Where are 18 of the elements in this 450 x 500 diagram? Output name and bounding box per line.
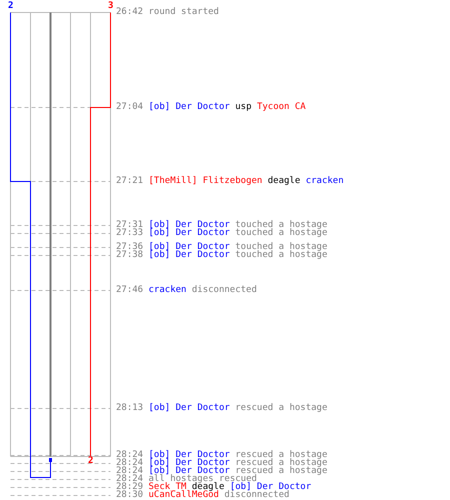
event-log-line: 28:24 [ob] Der Doctor rescued a hostage: [116, 451, 328, 459]
event-log-line: 27:46 cracken disconnected: [116, 286, 257, 294]
event-log-line: 28:13 [ob] Der Doctor rescued a hostage: [116, 404, 328, 412]
event-log-line: 27:31 [ob] Der Doctor touched a hostage: [116, 221, 328, 229]
event-log-line: 28:30 uCanCallMeGod disconnected: [116, 491, 290, 499]
event-log-line: 27:04 [ob] Der Doctor usp Tycoon CA: [116, 103, 306, 111]
event-log-line: 27:38 [ob] Der Doctor touched a hostage: [116, 251, 328, 259]
event-log-line: 26:42 round started: [116, 8, 219, 16]
event-log-line: 27:33 [ob] Der Doctor touched a hostage: [116, 229, 328, 237]
event-log-line: 28:29 Seck_TM deagle [ob] Der Doctor: [116, 483, 312, 491]
event-log-line: 28:24 all hostages rescued: [116, 475, 257, 483]
event-log-line: 27:21 [TheMill] Flitzebogen deagle cracken: [116, 177, 344, 185]
event-log-line: 27:36 [ob] Der Doctor touched a hostage: [116, 243, 328, 251]
player-count: 2: [88, 457, 94, 466]
event-log-line: 28:24 [ob] Der Doctor rescued a hostage: [116, 459, 328, 467]
event-log-line: 28:24 [ob] Der Doctor rescued a hostage: [116, 467, 328, 475]
player-count: 2: [8, 2, 14, 11]
player-count: 3: [108, 2, 114, 11]
